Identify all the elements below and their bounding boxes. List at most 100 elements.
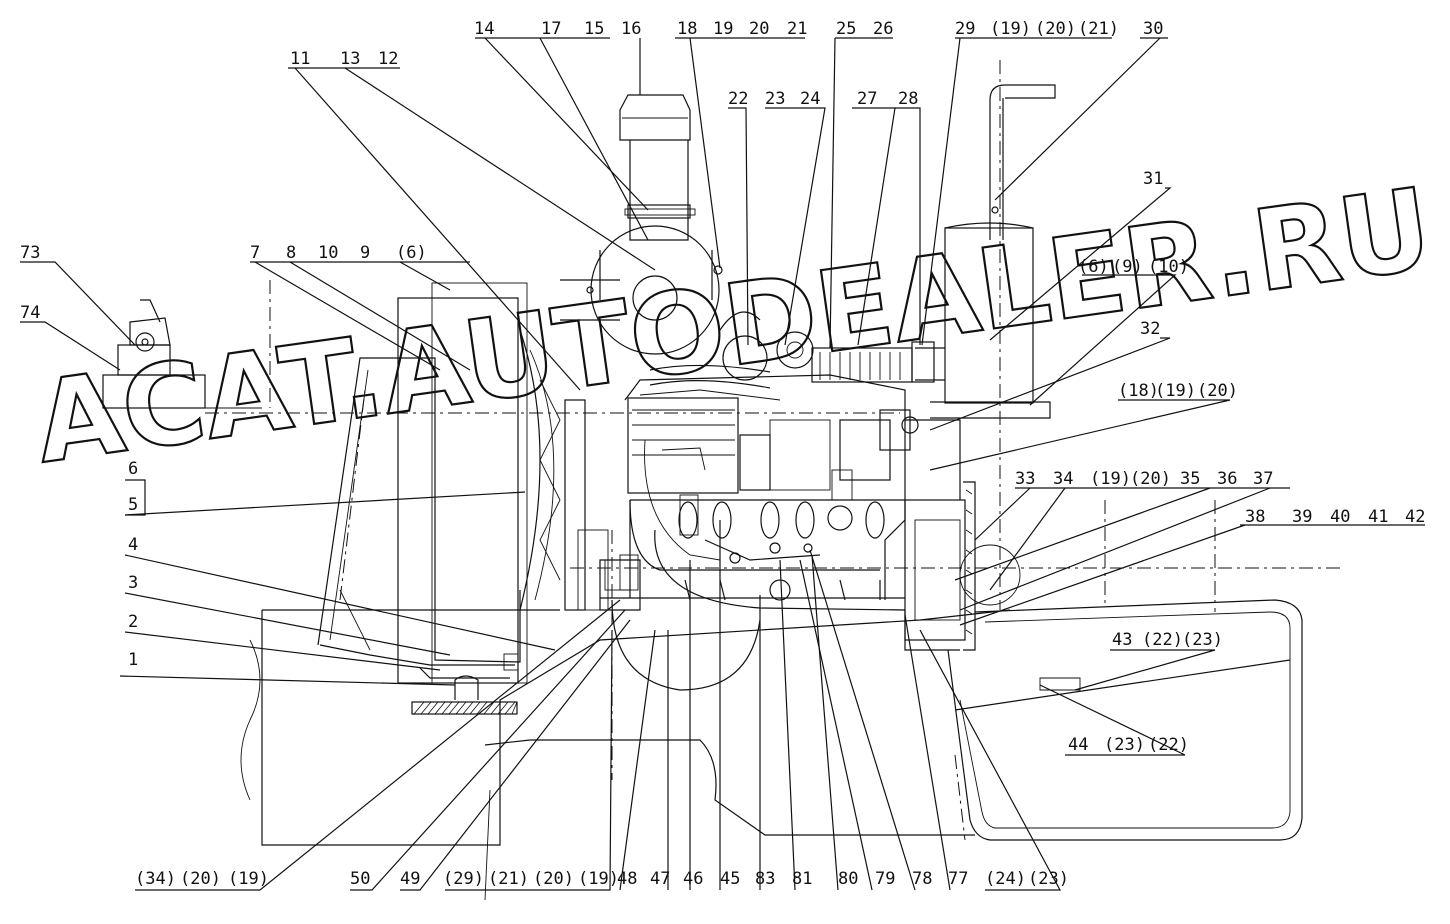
hatch-line (462, 701, 474, 715)
label-19-paren-bottom: (19) (228, 869, 269, 889)
muffler (915, 84, 1056, 419)
label-73: 73 (20, 243, 40, 263)
label-7: 7 (250, 243, 260, 263)
hatched-pad (411, 675, 518, 715)
label-13: 13 (340, 49, 360, 69)
label-25: 25 (836, 19, 856, 39)
label-29: 29 (955, 19, 975, 39)
label-30: 30 (1143, 19, 1163, 39)
hatch-line (504, 701, 516, 715)
label-45: 45 (720, 869, 740, 889)
hatch-line (441, 701, 453, 715)
label-3: 3 (128, 573, 138, 593)
label-20-paren: (20) (1035, 19, 1076, 39)
hatch-line (469, 701, 481, 715)
hatch-line (476, 701, 488, 715)
label-44: 44 (1068, 735, 1088, 755)
label-22-paren-f: (22) (1148, 735, 1189, 755)
label-6-paren: (6) (1078, 257, 1109, 277)
label-8: 8 (286, 243, 296, 263)
label-23-paren-e: (23) (1182, 630, 1223, 650)
air-cleaner (560, 94, 723, 355)
label-19-paren-c: (19) (1090, 469, 1131, 489)
label-19-paren-bottom-b: (19) (578, 869, 619, 889)
label-81: 81 (792, 869, 812, 889)
label-20-paren-c: (20) (1130, 469, 1171, 489)
label-34-paren-bottom: (34) (135, 869, 176, 889)
label-50: 50 (350, 869, 370, 889)
hatch-line (490, 701, 502, 715)
label-23: 23 (765, 89, 785, 109)
turbocharger (719, 311, 935, 383)
hatch-line (434, 701, 446, 715)
label-43: 43 (1112, 630, 1132, 650)
label-19-paren: (19) (990, 19, 1031, 39)
label-38: 38 (1245, 507, 1265, 527)
label-17: 17 (541, 19, 561, 39)
label-2: 2 (128, 612, 138, 632)
hatch-line (483, 701, 495, 715)
label-48: 48 (617, 869, 637, 889)
label-1: 1 (128, 650, 138, 670)
label-9: 9 (360, 243, 370, 263)
label-20: 20 (749, 19, 769, 39)
label-24-paren-bottom: (24) (985, 869, 1026, 889)
label-10: 10 (318, 243, 338, 263)
label-14: 14 (474, 19, 494, 39)
hatch-line (497, 701, 509, 715)
label-36: 36 (1217, 469, 1237, 489)
label-83: 83 (755, 869, 775, 889)
label-22: 22 (728, 89, 748, 109)
label-21: 21 (787, 19, 807, 39)
label-27: 27 (857, 89, 877, 109)
engine-block (599, 364, 960, 651)
label-23-paren-f: (23) (1104, 735, 1145, 755)
label-19-paren-b: (19) (1155, 381, 1196, 401)
label-5: 5 (128, 495, 138, 515)
label-10-paren: (10) (1148, 257, 1189, 277)
label-26: 26 (873, 19, 893, 39)
label-37: 37 (1253, 469, 1273, 489)
label-21-paren-bottom: (21) (488, 869, 529, 889)
label-18: 18 (677, 19, 697, 39)
label-6: 6 (128, 459, 138, 479)
label-23-paren-bottom: (23) (1028, 869, 1069, 889)
label-47: 47 (650, 869, 670, 889)
label-46: 46 (683, 869, 703, 889)
label-33: 33 (1015, 469, 1035, 489)
label-34: 34 (1053, 469, 1073, 489)
label-29-paren-bottom: (29) (443, 869, 484, 889)
hatch-line (427, 701, 439, 715)
label-74: 74 (20, 303, 40, 323)
label-78: 78 (912, 869, 932, 889)
hatch-line (511, 701, 518, 715)
label-79: 79 (875, 869, 895, 889)
cab-panel (947, 599, 1303, 841)
base-frame (240, 597, 1011, 901)
label-12: 12 (378, 49, 398, 69)
leader-lines (20, 37, 1425, 891)
label-20-paren-bottom: (20) (180, 869, 221, 889)
label-22-paren-e: (22) (1142, 630, 1183, 650)
label-28: 28 (898, 89, 918, 109)
label-49: 49 (400, 869, 420, 889)
center-lines (205, 60, 1340, 780)
hatch-line (448, 701, 460, 715)
flywheel-housing (879, 409, 1021, 651)
label-21-paren: (21) (1078, 19, 1119, 39)
label-20-paren-b: (20) (1197, 381, 1238, 401)
label-19: 19 (713, 19, 733, 39)
label-18-paren: (18) (1118, 381, 1159, 401)
label-15: 15 (584, 19, 604, 39)
part-labels: 14 17 15 16 18 19 20 21 25 26 29 (19) (2… (20, 19, 1425, 889)
label-35: 35 (1180, 469, 1200, 489)
label-41: 41 (1368, 507, 1388, 527)
label-24: 24 (800, 89, 820, 109)
label-6-paren-left: (6) (396, 243, 427, 263)
label-16: 16 (621, 19, 641, 39)
label-80: 80 (838, 869, 858, 889)
hatch-line (413, 701, 425, 715)
hatch-line (420, 701, 432, 715)
